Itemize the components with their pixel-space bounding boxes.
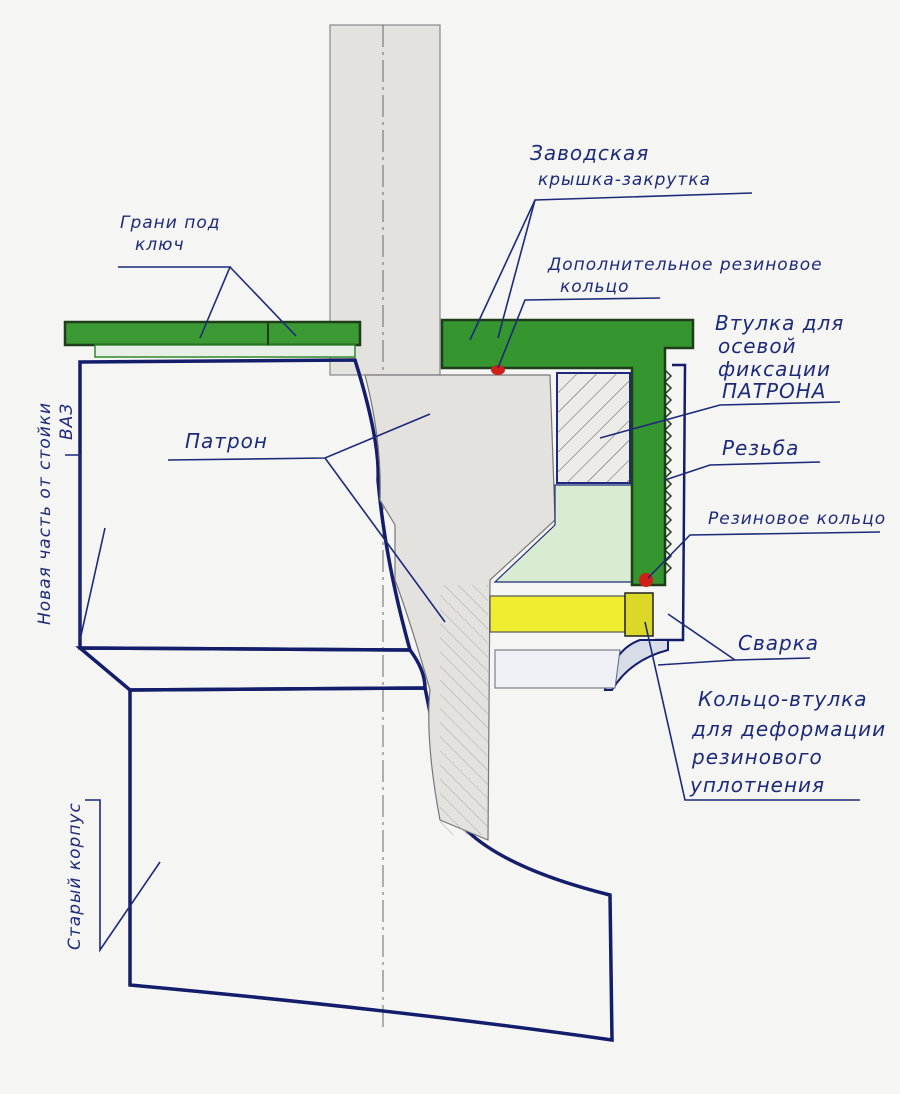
label-factory-cap-2: крышка-закрутка <box>538 170 711 190</box>
label-weld: Сварка <box>738 631 819 655</box>
leader-lines <box>65 192 881 953</box>
deformation-ring-end <box>624 592 654 637</box>
label-old-body: Старый корпус <box>65 802 85 950</box>
label-factory-cap-1: Заводская <box>530 141 649 165</box>
label-cartridge: Патрон <box>185 429 268 453</box>
rod <box>329 24 441 376</box>
transition-neck <box>75 646 427 692</box>
label-thread: Резьба <box>722 436 799 460</box>
thread <box>663 369 673 575</box>
label-wrench-flats-2: ключ <box>135 235 185 255</box>
label-wrench-flats-1: Грани под <box>120 213 221 233</box>
weld-area-lower <box>494 649 621 689</box>
label-deform-ring-4: уплотнения <box>689 773 825 797</box>
inner-cavity <box>493 484 633 583</box>
old-body <box>128 686 614 1043</box>
wrench-flats-lower <box>94 344 356 358</box>
new-part-body <box>78 358 413 652</box>
label-new-part-1: Новая часть от стойки <box>35 402 55 625</box>
label-rubber-ring: Резиновое кольцо <box>708 509 886 529</box>
label-bushing-2: осевой <box>718 334 797 358</box>
label-deform-ring-3: резинового <box>691 745 823 769</box>
extra-rubber-ring <box>491 365 505 375</box>
cartridge-hatch <box>440 585 488 835</box>
bushing-hatch <box>557 373 630 483</box>
label-extra-ring-2: кольцо <box>560 277 630 297</box>
label-bushing-4: патрона <box>722 379 826 403</box>
deformation-ring-bushing <box>489 595 626 633</box>
label-extra-ring-1: Дополнительное резиновое <box>547 255 823 275</box>
label-deform-ring-1: Кольцо-втулка <box>698 687 867 711</box>
label-bushing-3: фиксации <box>718 357 831 381</box>
label-new-part-2: ВАЗ <box>57 403 77 440</box>
label-deform-ring-2: для деформации <box>691 717 886 741</box>
label-bushing-1: Втулка для <box>715 311 844 335</box>
factory-screw-cap <box>440 318 695 587</box>
wrench-flats-cap <box>63 320 362 347</box>
